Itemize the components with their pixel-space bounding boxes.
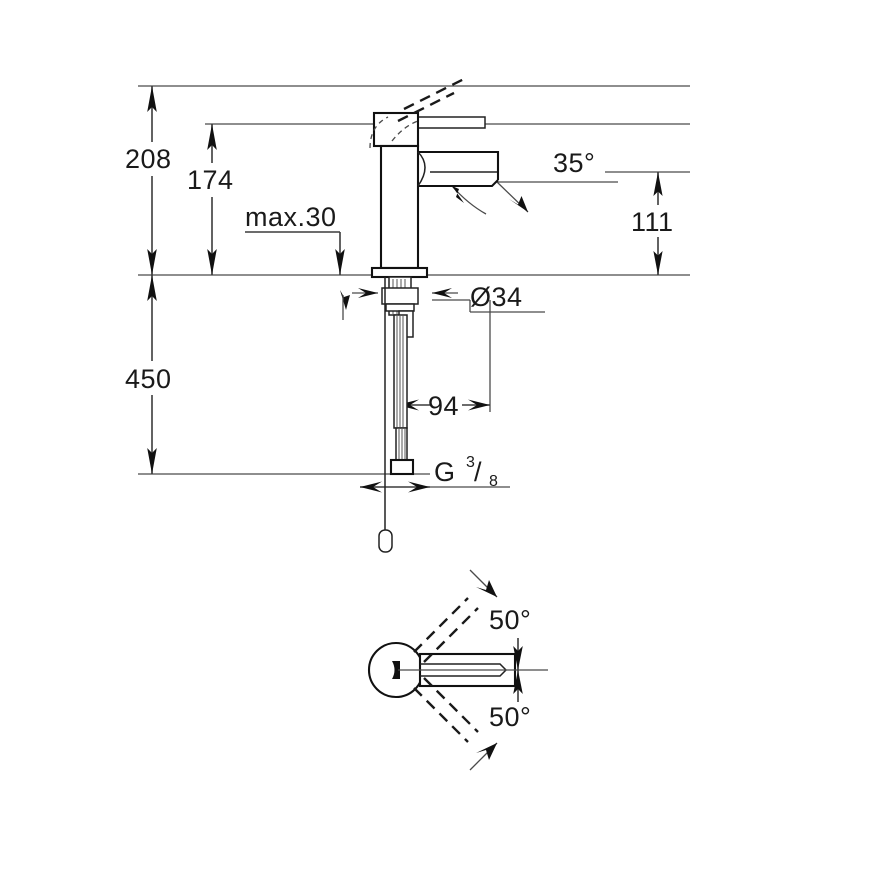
arrowhead-94-right [468, 399, 490, 411]
dim-label-94: 94 [428, 391, 459, 421]
dim-174-text-bg [186, 163, 250, 197]
lever-dash-upper [403, 76, 467, 111]
arrowhead-g38-left [360, 481, 382, 493]
dim-label-174: 174 [187, 165, 234, 195]
lever-rotation-arc-left [369, 116, 389, 149]
dim-label-111: 111 [631, 207, 674, 237]
dim-label-450: 450 [125, 364, 172, 394]
arrowhead-deck-detail [340, 290, 350, 310]
thread-g-letter: G [434, 457, 456, 487]
dim-208-text-bg [124, 142, 186, 176]
dimension-94: 94 [396, 300, 491, 421]
arrowhead-174-bottom [207, 249, 217, 275]
dim-label-208: 208 [125, 144, 172, 174]
arrowhead-50-upper [513, 646, 523, 670]
thread-denominator: 8 [489, 473, 498, 490]
swivel-arm-lower [413, 677, 498, 771]
arrowhead-d34-right [432, 288, 452, 298]
thread-slash: / [474, 457, 482, 487]
dimension-450: 450 [124, 275, 188, 474]
arrowhead-50-lower [513, 670, 523, 694]
lever-rotation-arc-right [391, 120, 419, 142]
arrowhead-swivel-upper [476, 580, 497, 597]
arrowhead-35-arc [452, 186, 464, 203]
faucet-top-view: 50° 50° [367, 569, 548, 771]
dimension-max30: max.30 [245, 202, 345, 275]
hose-braid-hatch-upper [396, 316, 404, 427]
arrowhead-g38-right [408, 481, 430, 493]
spout-lower-outline [418, 179, 499, 188]
faucet-front-view [340, 76, 500, 553]
dimension-174: 174 [186, 124, 250, 275]
dim-label-35-degrees: 35° [553, 148, 595, 178]
faucet-body-column [379, 144, 420, 270]
spout-upper-outline [418, 150, 500, 172]
arrowhead-450-top [147, 275, 157, 301]
mounting-washer [385, 303, 415, 312]
dimension-111: 111 [630, 172, 688, 275]
swivel-dash-lower-1 [413, 687, 469, 743]
arrowhead-swivel-lower [476, 743, 497, 760]
arrowhead-111-top [653, 172, 663, 196]
connector-thread-hatch [398, 429, 406, 459]
arrowhead-208-bottom [147, 249, 157, 275]
arrowhead-450-bottom [147, 448, 157, 474]
lever-slot-marker [392, 661, 400, 679]
swivel-dash-upper-1 [413, 597, 469, 653]
swivel-dash-upper-2 [423, 607, 479, 663]
dim-label-50-lower: 50° [489, 702, 531, 732]
spout-neck-fillet [417, 151, 426, 187]
arrowhead-35-upper [509, 196, 528, 212]
dimension-50-upper: 50° [489, 605, 531, 670]
arrowhead-d34-left [358, 288, 378, 298]
dim-label-max30: max.30 [245, 202, 337, 232]
arrowhead-208-top [147, 86, 157, 112]
annotation-diameter-34: Ø34 [352, 282, 545, 313]
arrowhead-174-top [207, 124, 217, 150]
dim-label-diameter-34: Ø34 [470, 282, 523, 312]
dimension-50-lower: 50° [489, 670, 531, 732]
lever-dash-lower [397, 91, 455, 123]
dimension-208: 208 [124, 86, 186, 275]
hose-connector-nut [389, 458, 415, 476]
dim-450-text-bg [124, 361, 188, 395]
arrowhead-max30 [335, 249, 345, 275]
dim-label-50-upper: 50° [489, 605, 531, 635]
base-flange [370, 266, 429, 279]
dim-111-text-bg [630, 205, 688, 237]
arrowhead-94-left [397, 399, 419, 411]
annotation-thread-g38: G 3 / 8 [360, 454, 510, 493]
annotation-35-degrees: 35° [451, 148, 618, 215]
lever-handle-bar [416, 116, 486, 129]
thread-numerator: 3 [466, 454, 475, 471]
swivel-arm-upper [413, 569, 498, 663]
mounting-nut [381, 287, 419, 305]
lever-hub-block [372, 111, 420, 148]
popup-rod-end [378, 529, 393, 553]
swivel-dash-lower-2 [423, 677, 479, 733]
arrowhead-111-bottom [653, 251, 663, 275]
lever-raised-dashed-indicator [397, 76, 467, 123]
